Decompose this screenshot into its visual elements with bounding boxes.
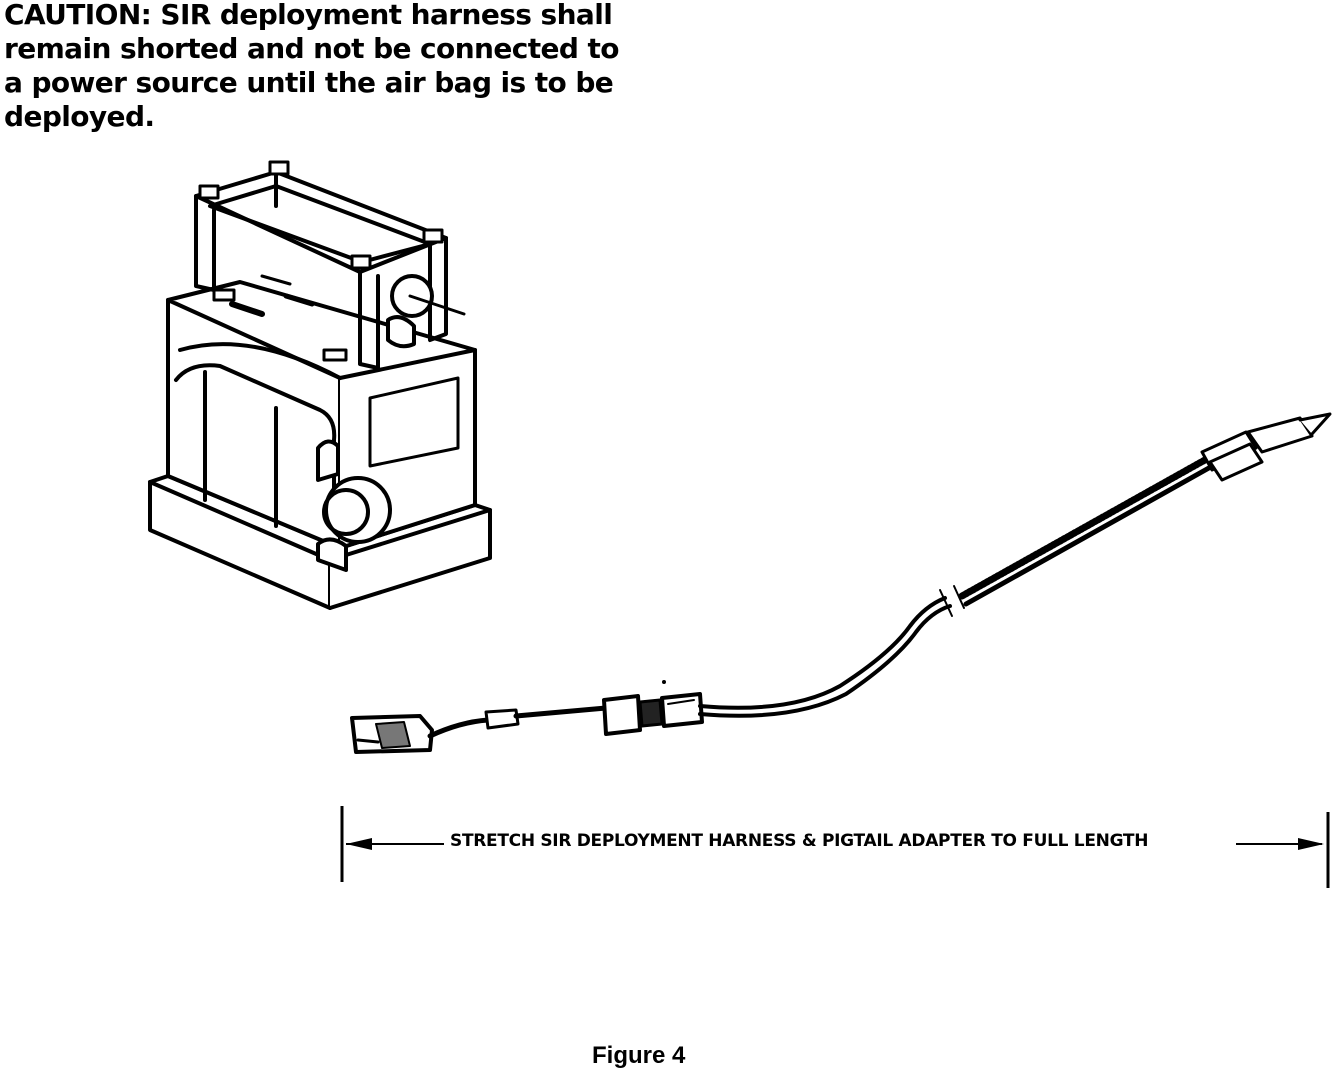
caution-line-3: a power source until the air bag is to b… [4, 66, 614, 99]
length-dimension [340, 806, 1330, 888]
air-bag-module-in-fixture [148, 160, 492, 610]
caution-note: CAUTION: SIR deployment harness shall re… [4, 0, 644, 134]
dimension-label: STRETCH SIR DEPLOYMENT HARNESS & PIGTAIL… [446, 831, 1153, 851]
figure-caption: Figure 4 [592, 1042, 686, 1069]
caution-line-4: deployed. [4, 100, 155, 133]
caution-line-2: remain shorted and not be connected to [4, 32, 620, 65]
caution-line-1: CAUTION: SIR deployment harness shall [4, 0, 613, 31]
deployment-harness [350, 412, 1332, 754]
